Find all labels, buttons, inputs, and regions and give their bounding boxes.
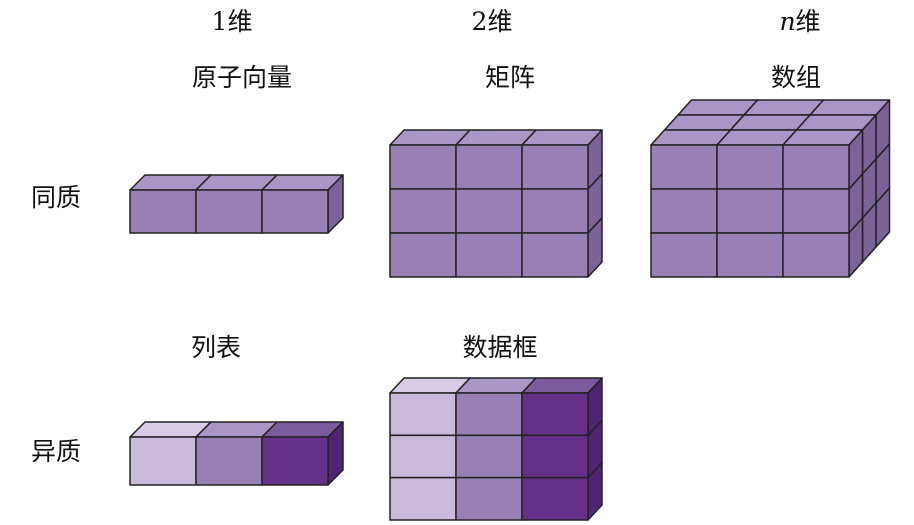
cube-front-face (521, 392, 589, 437)
matrix-label: 矩阵 (484, 63, 536, 92)
cube-front-face (455, 392, 523, 437)
cube-front-face (716, 144, 784, 190)
cube-front-face (389, 434, 457, 479)
array-label: 数组 (770, 63, 822, 92)
cube-front-face (195, 189, 263, 234)
cube-front-face (782, 232, 850, 278)
cube-front-face (129, 189, 197, 234)
atomic-vector-label: 原子向量 (191, 63, 293, 92)
matrix-block (389, 129, 603, 278)
cube-front-face (455, 188, 523, 234)
cube-front-face (195, 436, 263, 486)
cube-front-face (389, 232, 457, 278)
cube-front-face (455, 232, 523, 278)
data-frame-label: 数据框 (462, 333, 538, 362)
cube-front-face (650, 144, 718, 190)
cube-front-face (455, 144, 523, 190)
list-label: 列表 (190, 333, 242, 362)
cube-front-face (521, 434, 589, 479)
cube-front-face (389, 392, 457, 437)
list-block (129, 421, 344, 486)
cube-front-face (716, 232, 784, 278)
heterogeneous-label: 异质 (30, 437, 82, 466)
homogeneous-label: 同质 (30, 183, 82, 212)
cube-front-face (261, 189, 329, 234)
dim-1-label: 1维 (211, 7, 253, 36)
cube-front-face (716, 188, 784, 234)
cube-front-face (389, 476, 457, 521)
dim-n-label: n维 (779, 7, 821, 36)
cube-front-face (455, 434, 523, 479)
cube-front-face (650, 232, 718, 278)
dim-2-label: 2维 (471, 7, 513, 36)
cube-front-face (782, 144, 850, 190)
atomic-vector-block (129, 174, 344, 234)
data-frame-block (389, 377, 603, 521)
cube-front-face (521, 476, 589, 521)
cube-front-face (782, 188, 850, 234)
cube-front-face (521, 232, 589, 278)
cube-front-face (261, 436, 329, 486)
cube-front-face (455, 476, 523, 521)
cube-front-face (521, 188, 589, 234)
cube-front-face (389, 144, 457, 190)
array-block (650, 99, 891, 278)
cube-front-face (521, 144, 589, 190)
cube-front-face (389, 188, 457, 234)
cube-front-face (129, 436, 197, 486)
cube-front-face (650, 188, 718, 234)
